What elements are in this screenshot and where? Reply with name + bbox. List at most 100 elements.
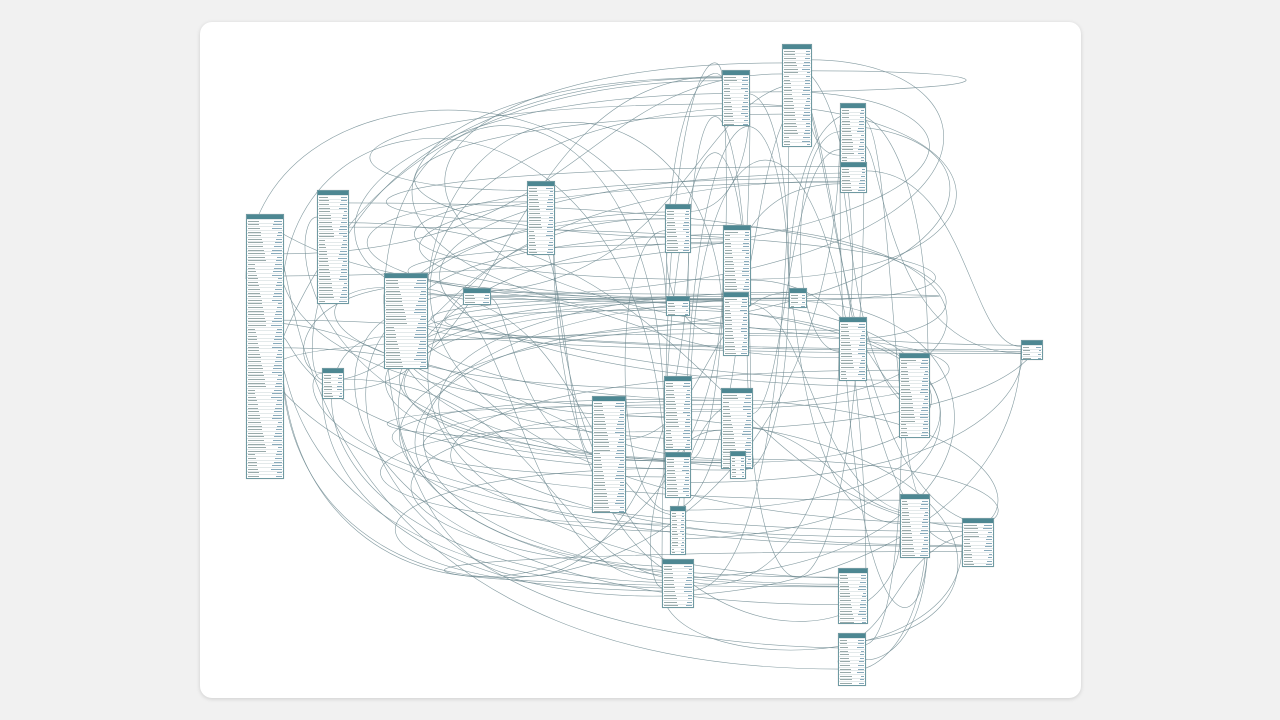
field-type <box>342 214 347 216</box>
field-type <box>860 175 865 177</box>
table-entity-t3[interactable] <box>322 368 344 400</box>
field-name <box>784 144 791 146</box>
table-field-row <box>593 404 625 409</box>
table-entity-t19[interactable] <box>722 70 750 127</box>
table-field-row <box>722 446 752 451</box>
field-type <box>919 533 928 535</box>
table-field-row <box>593 433 625 437</box>
table-entity-t28[interactable] <box>838 568 868 625</box>
table-entity-t27[interactable] <box>1021 340 1043 361</box>
relationship-edge <box>488 297 840 358</box>
field-type <box>341 268 347 270</box>
table-entity-t9[interactable] <box>592 396 626 514</box>
table-field-row <box>247 258 283 263</box>
field-type <box>273 220 282 222</box>
field-type <box>421 362 426 364</box>
field-type <box>683 433 690 435</box>
field-type <box>860 675 864 677</box>
field-name <box>666 433 672 435</box>
field-type <box>919 392 928 394</box>
field-type <box>417 326 426 328</box>
field-type <box>862 617 866 619</box>
table-entity-t10[interactable] <box>664 376 692 451</box>
field-type <box>860 654 864 656</box>
field-name <box>901 359 916 361</box>
field-name <box>841 323 848 325</box>
table-entity-t29[interactable] <box>838 633 866 686</box>
table-entity-t8[interactable] <box>666 296 690 317</box>
field-name <box>319 290 333 292</box>
table-field-row <box>724 247 750 252</box>
table-field-row <box>385 321 427 325</box>
relationship-edge <box>303 285 427 374</box>
table-entity-t15[interactable] <box>723 292 749 356</box>
table-entity-t23[interactable] <box>839 317 867 381</box>
table-field-row <box>671 514 685 519</box>
field-type <box>420 294 426 296</box>
table-field-row <box>900 368 929 373</box>
table-entity-t24[interactable] <box>899 353 930 439</box>
table-field-row <box>724 304 748 308</box>
field-type <box>805 79 810 81</box>
field-name <box>529 230 535 232</box>
field-type <box>340 200 347 202</box>
field-type <box>745 91 748 93</box>
table-field-row <box>841 118 865 123</box>
field-name <box>902 551 915 553</box>
table-entity-t4[interactable] <box>384 273 428 369</box>
table-field-row <box>593 465 625 470</box>
table-entity-t22[interactable] <box>840 162 867 194</box>
table-entity-t13[interactable] <box>662 559 694 609</box>
table-entity-t5[interactable] <box>463 288 491 305</box>
field-name <box>319 221 332 223</box>
table-entity-t2[interactable] <box>317 190 349 304</box>
field-name <box>842 156 847 158</box>
field-type <box>341 290 347 292</box>
table-entity-t26[interactable] <box>962 518 994 568</box>
field-name <box>666 389 674 391</box>
field-type <box>686 576 692 578</box>
field-type <box>862 592 866 594</box>
field-type <box>805 126 810 128</box>
table-entity-t1[interactable] <box>246 214 284 479</box>
field-type <box>343 283 347 285</box>
table-field-row <box>318 277 348 282</box>
diagram-canvas[interactable] <box>200 22 1081 698</box>
table-entity-t25[interactable] <box>900 494 930 558</box>
table-field-row <box>247 294 283 298</box>
field-type <box>861 621 866 623</box>
field-type <box>545 187 553 189</box>
table-field-row <box>247 334 283 338</box>
field-type <box>743 76 748 78</box>
field-type <box>685 235 689 237</box>
field-name <box>784 83 791 85</box>
table-field-row <box>528 214 554 219</box>
table-entity-t18[interactable] <box>789 288 807 309</box>
field-type <box>618 463 624 465</box>
table-field-row <box>247 301 283 306</box>
table-field-row <box>318 252 348 257</box>
table-entity-t7[interactable] <box>665 204 691 254</box>
field-name <box>594 424 606 426</box>
field-type <box>742 80 748 82</box>
field-type <box>744 285 749 287</box>
field-type <box>744 282 749 284</box>
field-name <box>784 137 790 139</box>
table-entity-t17[interactable] <box>730 451 746 479</box>
field-type <box>419 344 426 346</box>
table-field-row <box>724 240 750 245</box>
field-type <box>744 260 749 262</box>
field-name <box>902 529 912 531</box>
table-field-row <box>247 280 283 284</box>
table-entity-t20[interactable] <box>782 44 812 148</box>
table-entity-t11[interactable] <box>665 452 691 498</box>
table-entity-t6[interactable] <box>527 181 555 256</box>
table-field-row <box>318 295 348 300</box>
table-entity-t12[interactable] <box>670 506 686 556</box>
field-type <box>685 214 689 216</box>
field-type <box>275 454 282 456</box>
field-type <box>985 542 992 544</box>
relationship-lines <box>245 47 1042 671</box>
table-field-row <box>783 52 811 57</box>
table-field-row <box>385 306 427 311</box>
